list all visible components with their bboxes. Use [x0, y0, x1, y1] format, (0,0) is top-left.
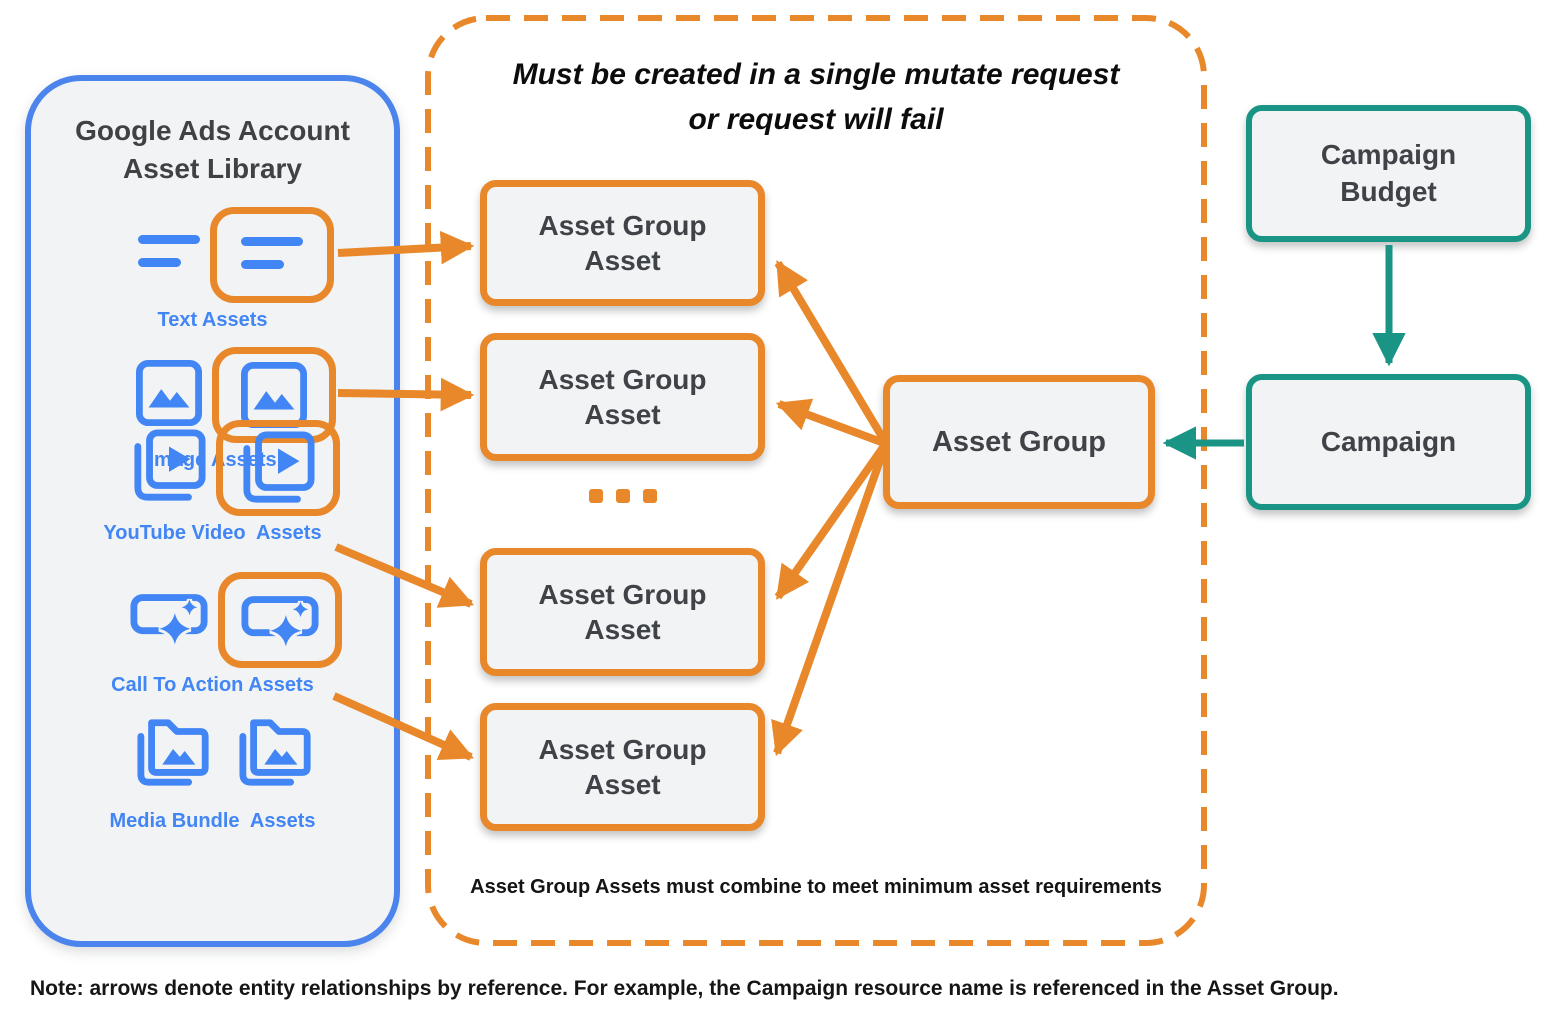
cta-sparkle-icon	[129, 589, 208, 652]
asset-group-asset-label: Asset Group Asset	[538, 734, 707, 800]
cta-assets-icon-pair	[129, 572, 342, 668]
asset-library-title: Google Ads Account Asset Library	[25, 112, 400, 188]
image-assets-icon-pair	[135, 347, 336, 443]
library-row-media-bundle-assets: Media Bundle Assets	[25, 713, 400, 833]
arrow-asset-group-to-box2	[775, 398, 886, 447]
asset-group-asset-box-1: Asset Group Asset	[480, 180, 765, 306]
youtube-assets-icon-pair	[132, 420, 340, 516]
text-assets-label: Text Assets	[157, 309, 268, 331]
asset-group-label: Asset Group	[931, 425, 1107, 458]
asset-group-asset-box-2: Asset Group Asset	[480, 333, 765, 461]
text-lines-icon-highlighted	[209, 207, 334, 303]
cta-sparkle-icon-highlighted	[217, 572, 342, 668]
arrow-asset-group-to-box1	[774, 260, 888, 443]
video-play-stack-icon	[132, 428, 206, 508]
mutate-request-title-line1: Must be created in a single mutate reque…	[512, 58, 1120, 91]
asset-library-title-line1: Google Ads Account	[75, 115, 350, 146]
youtube-assets-label: YouTube Video Assets	[103, 522, 322, 544]
text-lines-icon	[137, 232, 200, 279]
asset-group-asset-label: Asset Group Asset	[538, 364, 707, 430]
campaign-label: Campaign	[1320, 425, 1457, 457]
library-row-youtube-assets: YouTube Video Assets	[25, 420, 400, 545]
media-folder-stack-icon	[238, 713, 314, 794]
asset-group-asset-box-4: Asset Group Asset	[480, 703, 765, 831]
library-row-cta-assets: Call To Action Assets	[25, 572, 400, 697]
campaign-box: Campaign	[1246, 374, 1531, 510]
asset-group-asset-box-3: Asset Group Asset	[480, 548, 765, 676]
campaign-budget-box: Campaign Budget	[1246, 105, 1531, 242]
asset-group-box: Asset Group	[883, 375, 1155, 509]
media-bundle-icon-pair	[136, 713, 314, 794]
image-icon	[135, 359, 202, 431]
arrow-asset-group-to-box4	[771, 447, 888, 757]
footer-note: Note: arrows denote entity relationships…	[30, 977, 1339, 1000]
video-play-stack-icon-highlighted	[215, 420, 340, 516]
ellipsis-more-assets	[480, 489, 765, 503]
media-folder-stack-icon	[136, 713, 212, 794]
text-assets-icon-pair	[137, 207, 334, 303]
mutate-group-footnote: Asset Group Assets must combine to meet …	[470, 876, 1162, 898]
asset-group-asset-label: Asset Group Asset	[538, 579, 707, 645]
asset-group-asset-label: Asset Group Asset	[538, 210, 707, 276]
cta-assets-label: Call To Action Assets	[111, 674, 314, 696]
mutate-request-title: Must be created in a single mutate reque…	[428, 52, 1204, 142]
library-row-text-assets: Text Assets	[25, 207, 400, 332]
media-bundle-assets-label: Media Bundle Assets	[109, 810, 316, 832]
arrow-asset-group-to-box3	[774, 443, 888, 600]
campaign-budget-label: Campaign Budget	[1320, 139, 1457, 207]
mutate-request-title-line2: or request will fail	[688, 103, 944, 136]
asset-library-title-line2: Asset Library	[123, 152, 302, 184]
